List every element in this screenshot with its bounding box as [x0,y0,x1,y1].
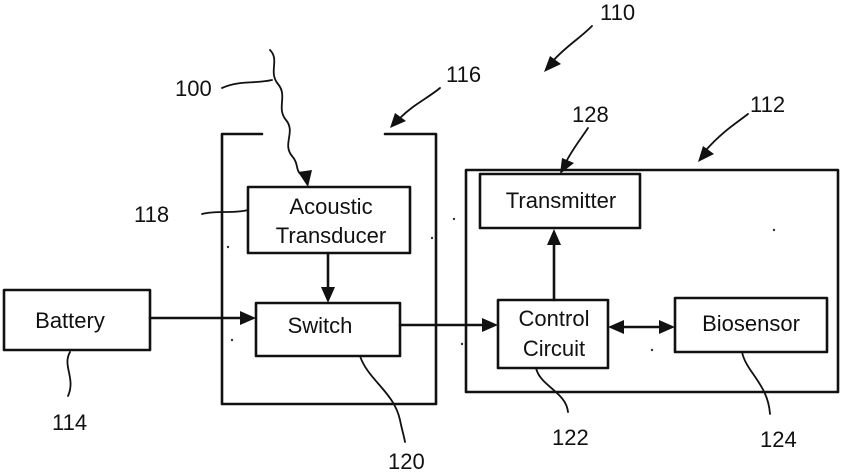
ref-110: 110 [544,0,635,72]
acoustic-transducer-label-line1: Acoustic [289,194,372,219]
acoustic-transducer-block: Acoustic Transducer [248,187,410,253]
ref-118-label: 118 [134,202,169,227]
control-circuit-label-line2: Circuit [523,336,585,361]
transmitter-block: Transmitter [480,174,640,228]
switch-label: Switch [288,313,353,338]
ref-112: 112 [698,92,785,162]
ref-114: 114 [52,352,87,435]
biosensor-block: Biosensor [675,298,827,352]
ref-110-label: 110 [600,0,635,25]
biosensor-label: Biosensor [702,311,800,336]
ref-120: 120 [360,356,425,472]
transmitter-label: Transmitter [506,188,616,213]
ref-124-label: 124 [760,427,797,452]
ref-100: 100 [175,76,272,101]
ref-118: 118 [134,202,248,227]
acoustic-wave-input-arrow [270,50,312,187]
control-circuit-label-line1: Control [519,306,590,331]
ref-128: 128 [560,102,609,174]
battery-label: Battery [35,308,105,333]
ref-112-label: 112 [750,92,785,117]
ref-122: 122 [536,368,589,450]
control-circuit-block: Control Circuit [498,300,608,368]
ref-120-label: 120 [388,449,425,472]
arrow-control-circuit-biosensor-bidirectional [608,320,675,334]
ref-114-label: 114 [52,410,87,435]
arrow-switch-to-control-circuit [400,318,498,332]
ref-124: 124 [742,352,797,452]
ref-122-label: 122 [552,425,589,450]
switch-block: Switch [256,303,400,356]
ref-128-label: 128 [572,102,609,127]
ref-116: 116 [390,62,481,128]
arrow-transducer-to-switch [321,253,335,303]
arrow-battery-to-switch [150,311,256,325]
ref-100-label: 100 [175,76,212,101]
ref-116-label: 116 [446,62,481,87]
acoustic-transducer-label-line2: Transducer [276,223,386,248]
battery-block: Battery [4,290,150,350]
arrow-control-circuit-to-transmitter [547,229,561,300]
